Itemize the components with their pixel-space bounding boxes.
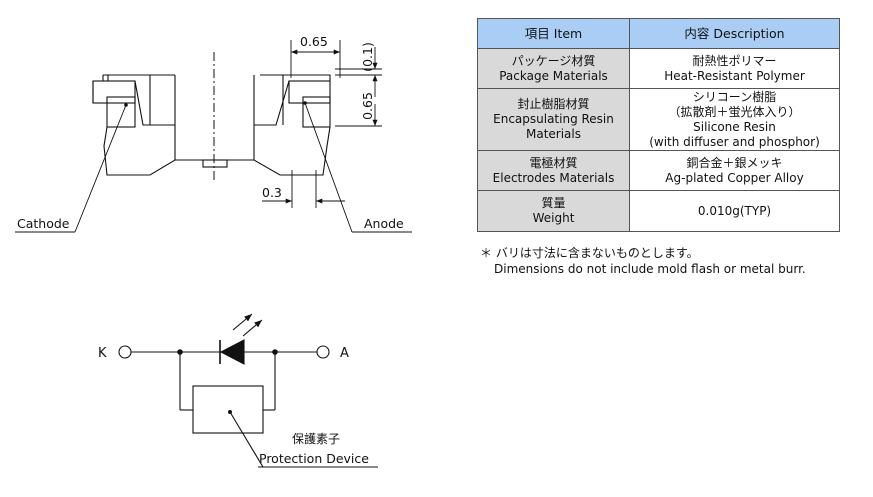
terminal-k <box>118 345 132 359</box>
terminal-a <box>316 345 330 359</box>
desc-cell: シリコーン樹脂（拡散剤＋蛍光体入り）Silicone Resin(with di… <box>629 88 840 151</box>
protection-en-label: Protection Device <box>259 451 369 466</box>
desc-cell: 0.010g(TYP) <box>629 190 840 232</box>
protection-jp-label: 保護素子 <box>292 431 340 446</box>
dimension-065-side-label: 0.65 <box>360 92 375 120</box>
circuit-schematic <box>118 313 378 468</box>
dimension-03-label: 0.3 <box>262 185 282 200</box>
cathode-leader <box>15 104 127 233</box>
dimension-065-top-label: 0.65 <box>300 34 328 49</box>
protection-device-box <box>192 385 264 434</box>
cathode-label: Cathode <box>17 216 70 231</box>
dimension-01-label: (0.1) <box>360 42 375 72</box>
diode-triangle <box>219 339 245 365</box>
anode-label: Anode <box>364 216 404 231</box>
anode-leader <box>304 102 412 233</box>
k-label: K <box>98 346 107 361</box>
a-label: A <box>340 346 349 361</box>
dimension-03 <box>262 170 345 208</box>
package-outline <box>92 74 331 176</box>
dimension-065-top <box>290 40 341 78</box>
dimension-note: ＊ バリは寸法に含まないものとします。 Dimensions do not in… <box>480 245 806 277</box>
header-item: 項目 Item <box>477 18 630 49</box>
note-line-en: Dimensions do not include mold flash or … <box>494 262 806 276</box>
header-description: 内容 Description <box>629 18 840 49</box>
dimension-vertical <box>335 47 382 127</box>
note-line-jp: ＊ バリは寸法に含まないものとします。 <box>480 246 699 260</box>
